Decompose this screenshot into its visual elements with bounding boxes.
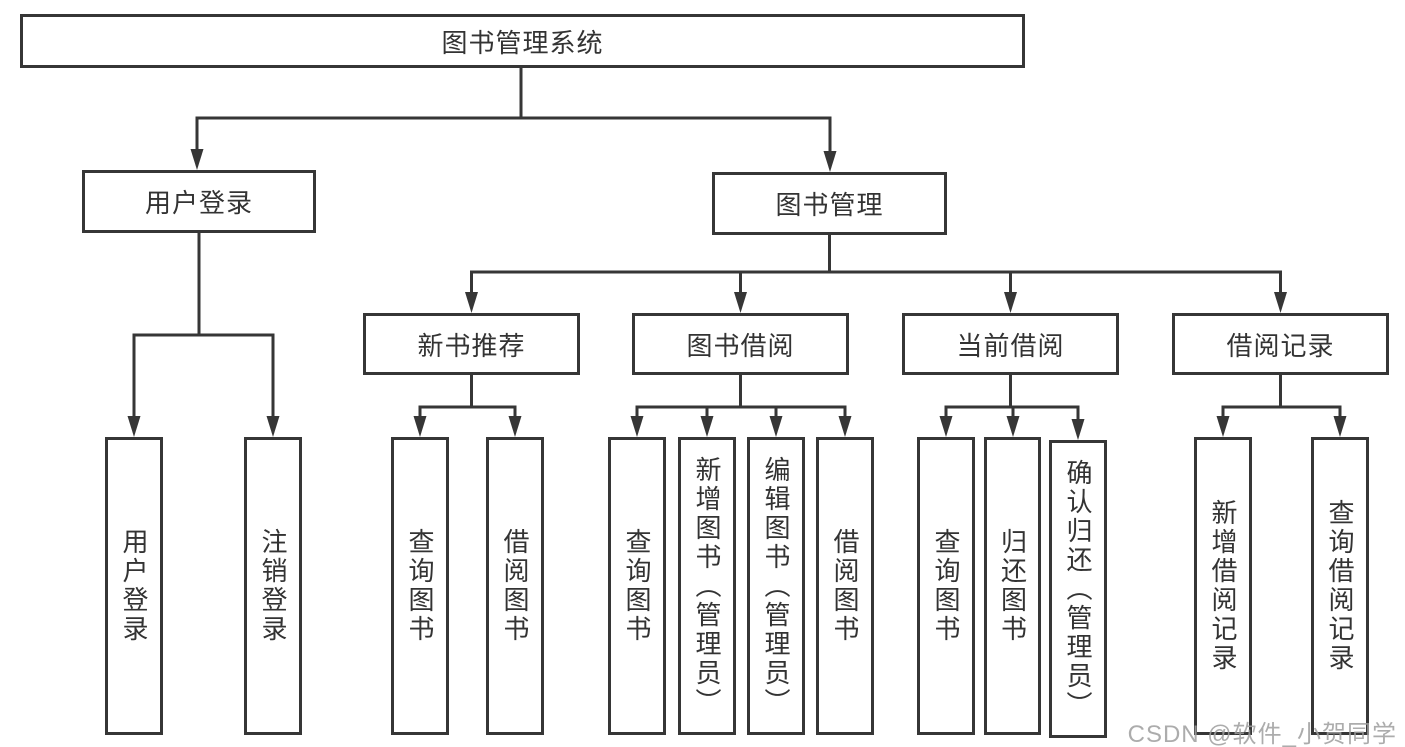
arrow-head-icon [700,416,714,437]
node-borrow-records: 借阅记录 [1172,313,1389,375]
node-borrow-records-label: 借阅记录 [1226,330,1335,361]
node-leaf-query-books-recommend: 查询图书 [391,437,449,735]
node-current-borrow: 当前借阅 [902,313,1119,375]
node-book-borrow-label: 图书借阅 [686,330,795,361]
node-leaf-query-books-recommend-label: 查询图书 [405,528,435,644]
watermark: CSDN @软件_小贺同学 [1127,721,1397,747]
node-leaf-query-books-current: 查询图书 [917,437,975,735]
arrow-head-icon [630,416,644,437]
node-leaf-return-books: 归还图书 [984,437,1041,735]
node-leaf-user-login: 用户登录 [105,437,163,735]
arrow-head-icon [939,416,953,437]
node-leaf-add-book-admin-label: 新增图书（管理员） [692,455,722,717]
node-leaf-return-books-label: 归还图书 [997,528,1028,644]
node-leaf-query-borrow-record: 查询借阅记录 [1311,437,1369,735]
node-leaf-query-books-borrow: 查询图书 [608,437,666,735]
node-root: 图书管理系统 [20,14,1025,68]
arrow-head-icon [190,149,204,170]
arrow-head-icon [1333,416,1347,437]
node-new-book-recommend: 新书推荐 [363,313,580,375]
node-leaf-add-borrow-record: 新增借阅记录 [1194,437,1252,735]
node-leaf-add-borrow-record-label: 新增借阅记录 [1208,499,1238,673]
arrow-head-icon [266,416,280,437]
node-book-borrow: 图书借阅 [632,313,849,375]
arrow-head-icon [508,416,522,437]
node-current-borrow-label: 当前借阅 [956,330,1065,361]
arrow-head-icon [465,292,478,313]
arrow-head-icon [734,292,747,313]
arrow-head-icon [1216,416,1230,437]
arrow-head-icon [838,416,852,437]
node-leaf-confirm-return-admin: 确认归还（管理员） [1049,440,1107,738]
node-leaf-confirm-return-admin-label: 确认归还（管理员） [1063,458,1093,720]
node-leaf-add-book-admin: 新增图书（管理员） [678,437,736,735]
arrow-head-icon [1006,416,1020,437]
arrow-head-icon [413,416,427,437]
node-leaf-edit-book-admin-label: 编辑图书（管理员） [761,455,791,717]
arrow-head-icon [769,416,783,437]
node-leaf-borrow-books-borrow-label: 借阅图书 [830,528,860,644]
node-user-login: 用户登录 [82,170,316,233]
node-leaf-user-login-label: 用户登录 [119,528,149,644]
arrow-head-icon [127,416,141,437]
arrow-head-icon [1274,292,1287,313]
node-leaf-query-borrow-record-label: 查询借阅记录 [1325,499,1355,673]
node-leaf-borrow-books-borrow: 借阅图书 [816,437,874,735]
node-leaf-query-books-current-label: 查询图书 [931,528,961,644]
node-leaf-borrow-books-recommend: 借阅图书 [486,437,544,735]
node-leaf-query-books-borrow-label: 查询图书 [622,528,652,644]
arrow-head-icon [1071,419,1085,440]
node-book-management-label: 图书管理 [775,190,884,220]
node-leaf-borrow-books-recommend-label: 借阅图书 [500,528,530,644]
node-leaf-edit-book-admin: 编辑图书（管理员） [747,437,805,735]
arrow-head-icon [1004,292,1017,313]
node-leaf-logout: 注销登录 [244,437,302,735]
node-root-label: 图书管理系统 [441,27,604,58]
node-leaf-logout-label: 注销登录 [258,528,288,644]
node-user-login-label: 用户登录 [144,188,253,218]
node-book-management: 图书管理 [712,172,947,235]
arrow-head-icon [823,151,837,172]
node-new-book-recommend-label: 新书推荐 [417,330,526,361]
